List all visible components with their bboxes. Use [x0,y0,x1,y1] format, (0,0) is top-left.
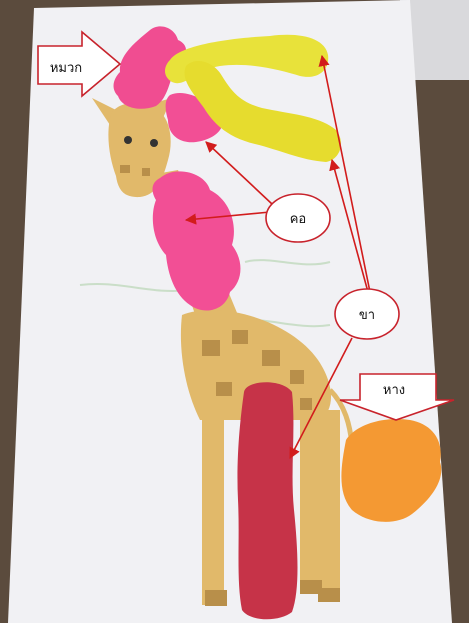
red-clay-leg [237,382,297,619]
tail-label: หาง [370,378,418,400]
hat-label: หมวก [44,55,88,79]
legs-label: ขา [336,290,398,338]
neck-label: คอ [268,196,328,240]
